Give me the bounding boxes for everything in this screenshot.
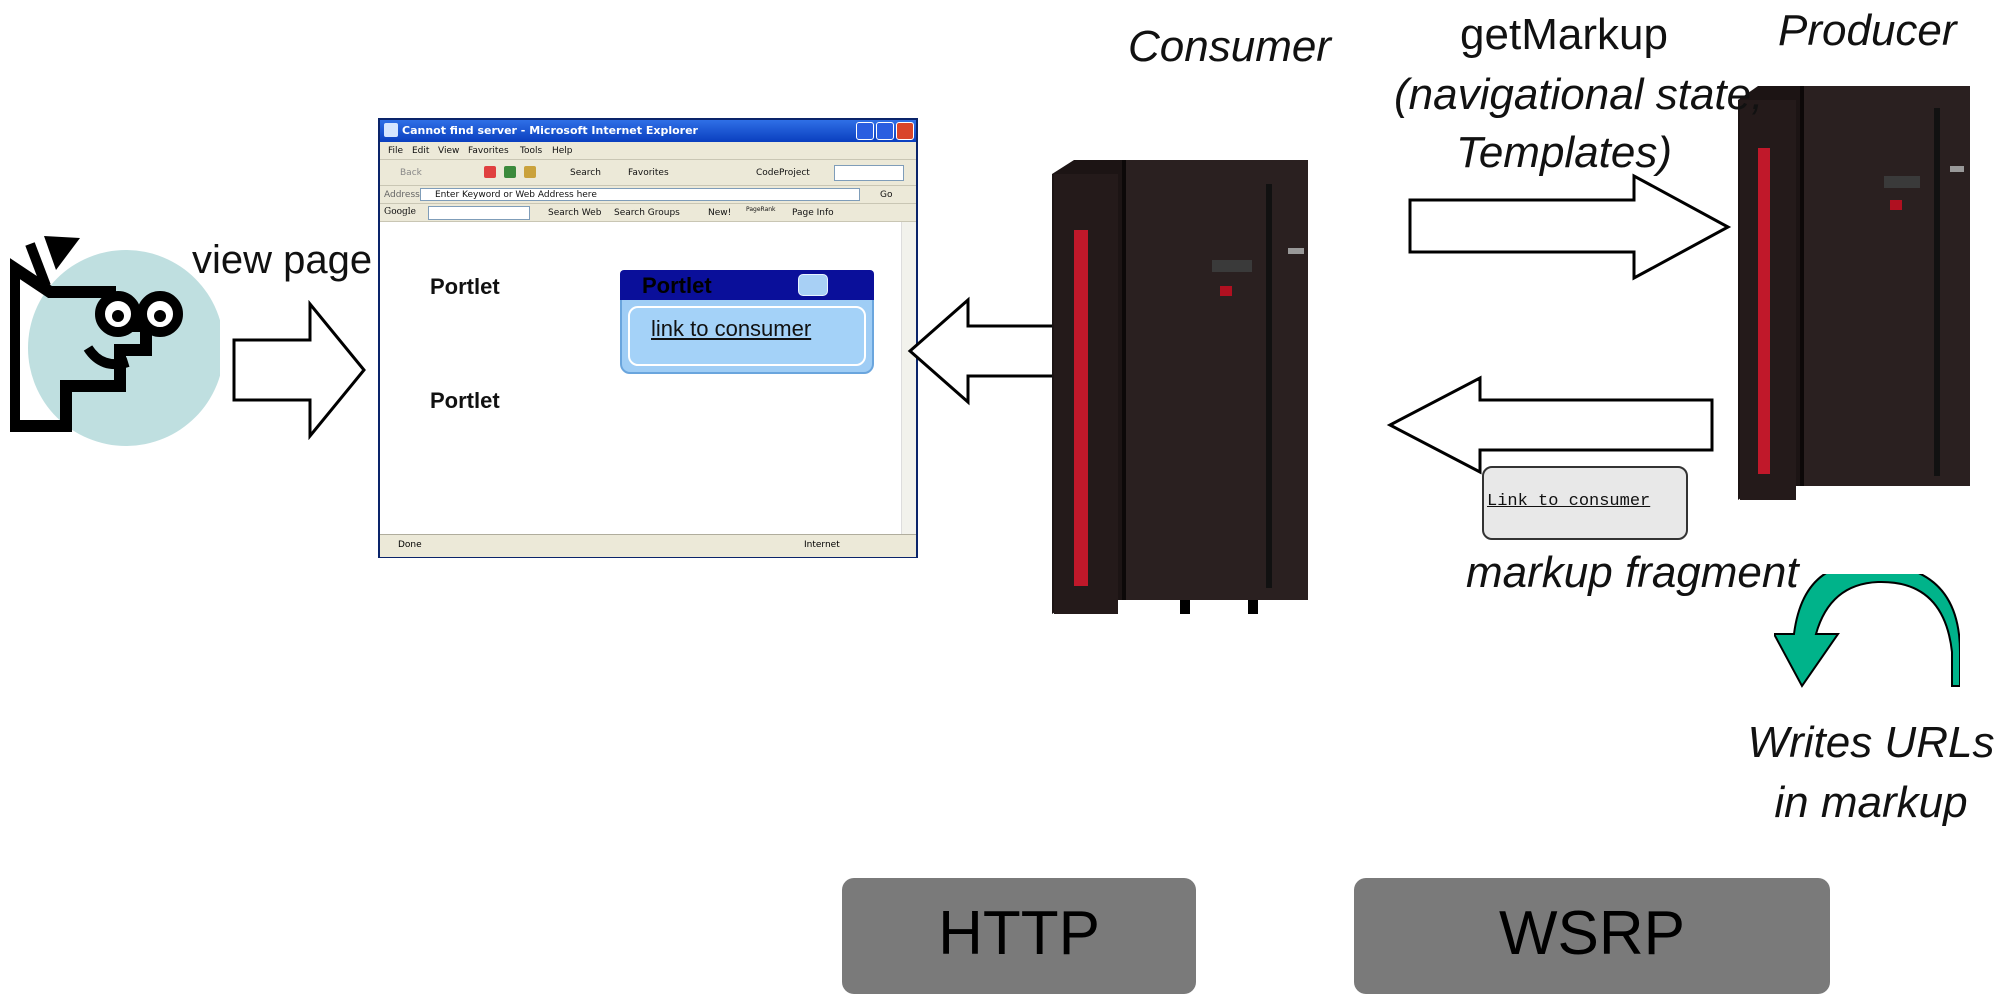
refresh-icon[interactable] — [504, 166, 516, 178]
minimize-button[interactable] — [856, 122, 874, 140]
menu-help[interactable]: Help — [552, 146, 573, 156]
status-bar: Done Internet — [380, 534, 916, 557]
menu-bar: File Edit View Favorites Tools Help — [380, 142, 916, 160]
favorites-button[interactable]: Favorites — [628, 168, 669, 178]
portlet-label-1: Portlet — [430, 274, 500, 299]
markup-return-arrow — [1386, 375, 1714, 475]
status-zone: Internet — [804, 540, 840, 550]
address-bar: Address Enter Keyword or Web Address her… — [380, 186, 916, 204]
codeproject-button[interactable]: CodeProject — [756, 168, 810, 178]
address-label: Address — [384, 190, 420, 200]
search-button[interactable]: Search — [570, 168, 601, 178]
getmarkup-args-line2: Templates) — [1455, 128, 1673, 177]
portlet-title: Portlet — [642, 273, 712, 298]
browser-title: Cannot find server - Microsoft Internet … — [402, 124, 698, 137]
toolbar-search-input[interactable] — [834, 165, 904, 181]
portlet-header: Portlet — [620, 270, 874, 300]
new-button[interactable]: New! — [708, 208, 732, 218]
stop-icon[interactable] — [484, 166, 496, 178]
markup-fragment-link: Link to consumer — [1487, 492, 1651, 511]
writes-urls-curved-arrow — [1774, 574, 1960, 688]
status-done: Done — [398, 540, 422, 550]
view-page-label: view page — [192, 238, 373, 282]
go-button[interactable]: Go — [880, 190, 893, 200]
search-groups-button[interactable]: Search Groups — [614, 208, 680, 218]
google-toolbar: Google Search Web Search Groups New! Pag… — [380, 204, 916, 222]
portlet-link-to-consumer[interactable]: link to consumer — [651, 316, 812, 341]
wsrp-protocol-box: WSRP — [1354, 878, 1830, 994]
getmarkup-label: getMarkup — [1460, 10, 1668, 59]
google-logo: Google — [384, 207, 416, 217]
view-page-arrow — [232, 300, 366, 440]
google-search-input[interactable] — [428, 206, 530, 220]
ie-icon — [384, 123, 398, 137]
portlet-mode-button[interactable] — [798, 274, 828, 296]
markup-fragment-box — [1482, 466, 1688, 540]
getmarkup-arrow — [1408, 173, 1732, 281]
pagerank-indicator: PageRank — [746, 206, 776, 213]
browser-toolbar: Back Search Favorites CodeProject — [380, 160, 916, 186]
page-info-button[interactable]: Page Info — [792, 208, 834, 218]
home-icon[interactable] — [524, 166, 536, 178]
menu-view[interactable]: View — [438, 146, 460, 156]
user-icon — [10, 236, 220, 446]
browser-scrollbar[interactable] — [901, 222, 916, 534]
browser-titlebar: Cannot find server - Microsoft Internet … — [380, 120, 916, 142]
writes-urls-line1: Writes URLs — [1747, 718, 1995, 767]
close-button[interactable] — [896, 122, 914, 140]
maximize-button[interactable] — [876, 122, 894, 140]
back-button[interactable]: Back — [400, 168, 422, 178]
portlet-label-3: Portlet — [430, 388, 500, 413]
menu-favorites[interactable]: Favorites — [468, 146, 509, 156]
menu-edit[interactable]: Edit — [412, 146, 430, 156]
menu-file[interactable]: File — [388, 146, 404, 156]
search-web-button[interactable]: Search Web — [548, 208, 602, 218]
http-protocol-box: HTTP — [842, 878, 1196, 994]
browser-content — [380, 222, 916, 534]
menu-tools[interactable]: Tools — [520, 146, 543, 156]
address-input[interactable]: Enter Keyword or Web Address here — [420, 188, 860, 201]
portlet-body — [628, 306, 866, 366]
producer-label: Producer — [1778, 6, 1957, 55]
consumer-label: Consumer — [1128, 22, 1331, 71]
getmarkup-args-line1: (navigational state, — [1394, 70, 1764, 119]
writes-urls-line2: in markup — [1774, 778, 1968, 827]
markup-fragment-label: markup fragment — [1466, 548, 1799, 597]
producer-server-icon — [1738, 86, 1970, 500]
consumer-server-icon — [1052, 160, 1308, 614]
